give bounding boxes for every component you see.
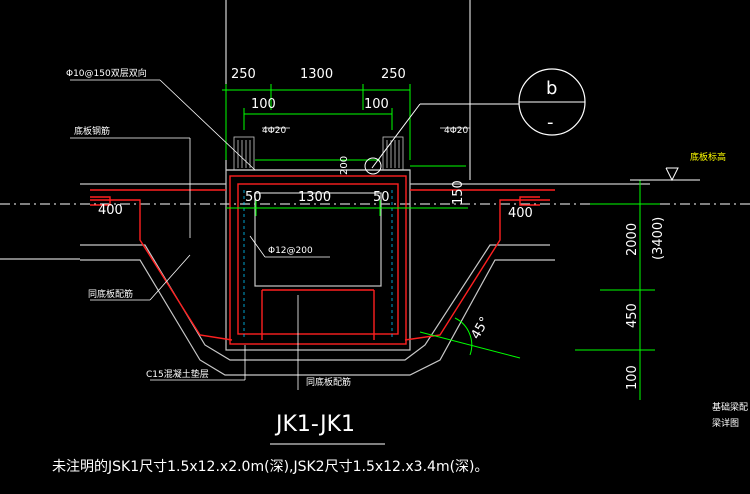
drawing-note: 未注明的JSK1尺寸1.5x12.x2.0m(深),JSK2尺寸1.5x12.x… <box>52 459 489 475</box>
rebar-4phi20-right: 4Φ20 <box>444 126 469 136</box>
wall-hatching <box>233 136 404 171</box>
dim-400-right: 400 <box>508 206 533 221</box>
rebar-lines <box>90 175 555 345</box>
rebar-4phi20-left: 4Φ20 <box>262 126 287 136</box>
label-base-rebar: 底板钢筋 <box>74 125 110 137</box>
dim-250-right: 250 <box>381 67 406 82</box>
dim-1300-inner: 1300 <box>298 190 331 205</box>
dim-2000: 2000 <box>625 223 640 256</box>
angle-45-label: 45° <box>468 315 493 342</box>
angle-arc <box>454 317 473 356</box>
label-base-elevation: 底板标高 <box>690 151 726 163</box>
label-same-base-rebar-bottom: 同底板配筋 <box>306 376 351 388</box>
dim-100-right-bottom: 100 <box>625 365 640 390</box>
concrete-outline <box>80 169 650 376</box>
rebar-phi12-label: Φ12@200 <box>268 246 313 256</box>
dim-150: 150 <box>451 180 466 205</box>
guide-lines <box>243 190 393 340</box>
dim-450: 450 <box>625 303 640 328</box>
elevation-marker <box>630 167 700 182</box>
label-c15-layer: C15混凝土垫层 <box>146 368 209 380</box>
dim-50-right: 50 <box>373 190 390 205</box>
leader-lines <box>70 79 470 390</box>
dim-400-left: 400 <box>98 203 123 218</box>
dim-250-left: 250 <box>231 67 256 82</box>
dim-100-right: 100 <box>364 97 389 112</box>
dim-1300-top: 1300 <box>300 67 333 82</box>
section-title: JK1-JK1 <box>274 412 355 437</box>
dim-3400: (3400) <box>651 217 666 260</box>
dim-100-left: 100 <box>251 97 276 112</box>
circle-label-top: b <box>546 78 557 99</box>
circle-label-bottom: - <box>547 112 554 133</box>
label-same-base-rebar-left: 同底板配筋 <box>88 288 133 300</box>
detail-circle-b: b - <box>364 68 586 175</box>
axis-lines <box>0 0 750 260</box>
dimension-lines <box>222 84 660 400</box>
dim-200-small: 200 <box>339 156 350 175</box>
label-right-note-1: 基础梁配 <box>712 401 748 413</box>
dim-50-left: 50 <box>245 190 262 205</box>
label-right-note-2: 梁详图 <box>712 417 739 429</box>
label-rebar-double: Φ10@150双层双向 <box>66 67 147 79</box>
